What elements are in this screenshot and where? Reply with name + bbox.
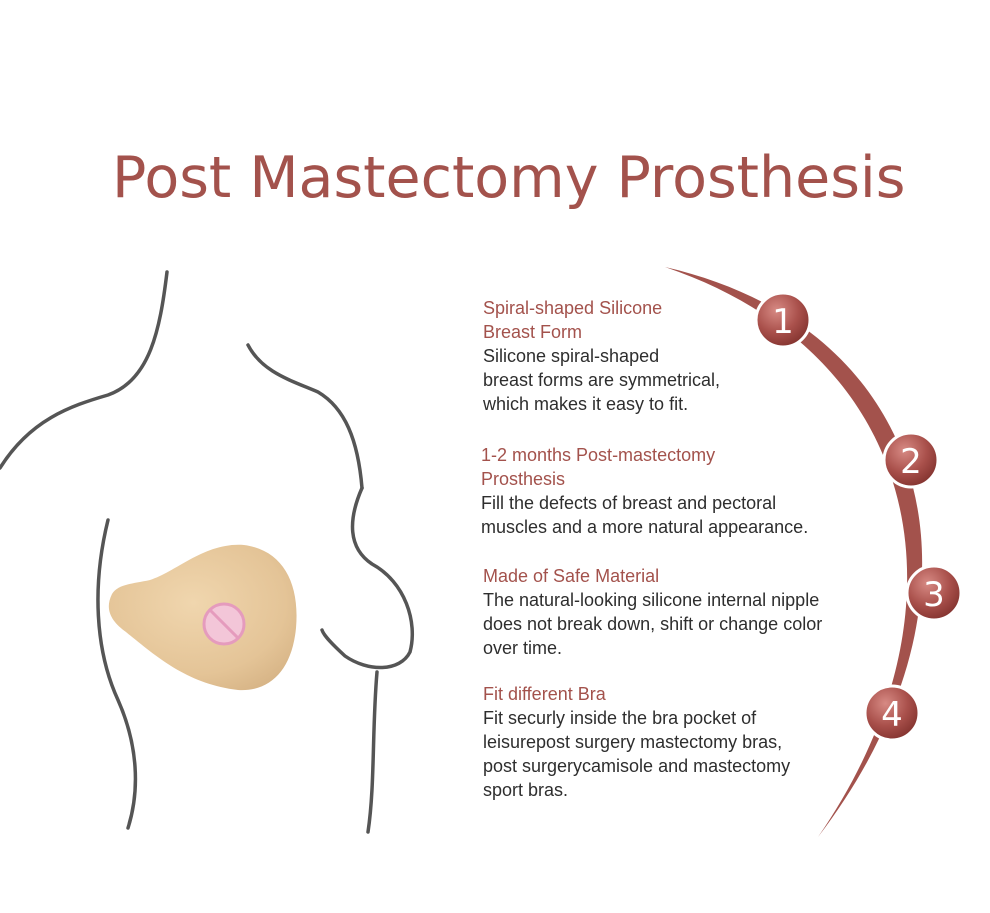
body-right-breast	[320, 486, 415, 670]
prohibited-circle-icon	[202, 602, 246, 646]
body-outline	[0, 270, 415, 834]
body-right-neck-shoulder	[246, 343, 364, 490]
badge-1-number: 1	[772, 302, 794, 342]
feature-3-title: Made of Safe Material	[483, 566, 660, 586]
feature-4-title: Fit different Bra	[483, 684, 606, 704]
badge-3-number: 3	[923, 575, 945, 615]
badge-2-number: 2	[900, 442, 922, 482]
body-left-torso	[96, 518, 138, 830]
badge-4-number: 4	[881, 695, 903, 735]
badge-2: 2	[882, 431, 940, 489]
body-left-neck-shoulder	[0, 270, 169, 470]
feature-1-description: Silicone spiral-shaped breast forms are …	[483, 346, 721, 414]
feature-3-description: The natural-looking silicone internal ni…	[483, 590, 823, 658]
feature-2: 1-2 months Post-mastectomy Prosthesis Fi…	[481, 443, 901, 539]
feature-2-description: Fill the defects of breast and pectoral …	[481, 493, 809, 537]
feature-4: Fit different Bra Fit securly inside the…	[483, 682, 903, 802]
feature-2-title: 1-2 months Post-mastectomy Prosthesis	[481, 445, 716, 489]
feature-3: Made of Safe Material The natural-lookin…	[483, 564, 903, 660]
breast-form	[108, 544, 297, 691]
feature-4-description: Fit securly inside the bra pocket of lei…	[483, 708, 791, 800]
feature-1-title: Spiral-shaped Silicone Breast Form	[483, 298, 663, 342]
badge-4: 4	[863, 684, 921, 742]
feature-1: Spiral-shaped Silicone Breast Form Silic…	[483, 296, 903, 416]
page-title: Post Mastectomy Prosthesis	[112, 145, 906, 211]
body-right-torso	[366, 670, 379, 834]
badge-3: 3	[905, 564, 963, 622]
badge-1: 1	[754, 291, 812, 349]
